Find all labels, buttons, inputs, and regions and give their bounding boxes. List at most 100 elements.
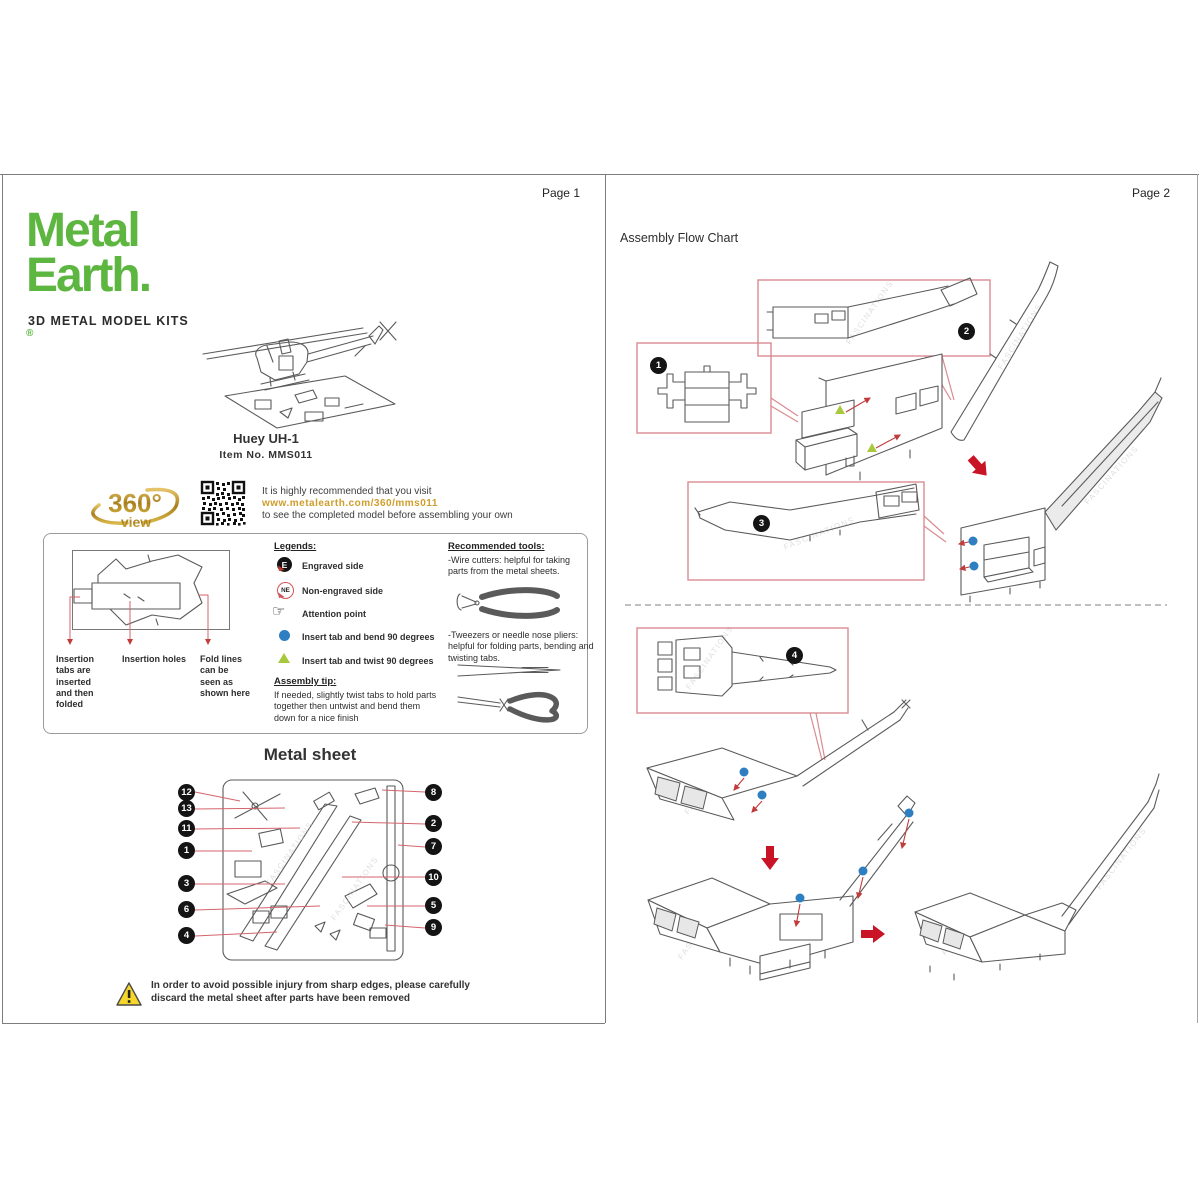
part-diagram-box [72, 550, 230, 630]
roof-assembly [646, 699, 911, 821]
svg-text:FASCINATIONS: FASCINATIONS [1094, 826, 1148, 892]
promo-url[interactable]: www.metalearth.com/360/mms011 [262, 498, 438, 509]
page1-bottom-border [2, 1023, 605, 1024]
flow-arrow-right [861, 925, 885, 943]
page-divider [605, 174, 606, 1023]
part-callout-7: 7 [425, 838, 442, 855]
step-circle-3: 3 [753, 515, 770, 532]
part-callout-8: 8 [425, 784, 442, 801]
step4-box-group [636, 627, 849, 761]
bend-point [858, 866, 868, 876]
non-engraved-badge-icon: NE [277, 582, 294, 599]
main-rotor [202, 327, 368, 360]
part-callout-10: 10 [425, 869, 442, 886]
sheet-top-border [0, 174, 1199, 175]
part-callout-4: 4 [178, 927, 195, 944]
green-triangle-icon [278, 653, 290, 663]
part-callout-6: 6 [178, 901, 195, 918]
bend-point [739, 767, 749, 777]
bend-point [757, 790, 767, 800]
legend-green-triangle-label: Insert tab and twist 90 degrees [302, 656, 434, 666]
step2-box-group [757, 277, 991, 401]
part-callout-13: 13 [178, 800, 195, 817]
flow-arrow-down-right [963, 451, 994, 482]
legend-blue-dot-label: Insert tab and bend 90 degrees [302, 632, 435, 642]
svg-text:FASCINATIONS: FASCINATIONS [844, 279, 895, 346]
promo-line2: to see the completed model before assemb… [262, 510, 513, 521]
needle-nose-pliers-icon [457, 691, 559, 723]
promo-line1: It is highly recommended that you visit [262, 486, 432, 497]
metal-sheet-title: Metal sheet [263, 745, 357, 764]
svg-text:FASCINATIONS: FASCINATIONS [782, 515, 856, 552]
base-sheet [224, 375, 396, 429]
legends-title: Legends: [274, 541, 317, 552]
sheet-leader-lines [194, 789, 426, 937]
label-fold-lines: Fold lines can be seen as shown here [200, 654, 251, 698]
warning-icon [116, 982, 142, 1006]
legend-non-engraved-label: Non-engraved side [302, 586, 384, 596]
part-callout-2: 2 [425, 815, 442, 832]
qr-code [199, 479, 247, 527]
legend-tools-box [43, 533, 588, 734]
label-insertion-holes: Insertion holes [122, 654, 187, 664]
badge-360-number: 360° [108, 488, 162, 518]
tools-title: Recommended tools: [448, 541, 545, 552]
right-assembly [957, 377, 1163, 603]
step-circle-1: 1 [650, 357, 667, 374]
sheet-right-border [1197, 174, 1198, 1023]
sheet-left-border [2, 174, 3, 1023]
sheet-parts [226, 785, 400, 952]
step1-box-group [636, 342, 799, 434]
part-callout-12: 12 [178, 784, 195, 801]
tweezers-text: -Tweezers or needle nose pliers: helpful… [448, 630, 594, 663]
label-insertion-tabs: Insertion tabs are inserted and then fol… [56, 654, 95, 709]
step3-box-group [687, 481, 947, 581]
bend-point [968, 536, 978, 546]
step-circle-2: 2 [958, 323, 975, 340]
page2-label: Page 2 [1131, 186, 1170, 200]
assembly-tip-title: Assembly tip: [274, 676, 337, 687]
bend-point [969, 561, 979, 571]
logo-tagline: 3D METAL MODEL KITS [28, 314, 189, 328]
helicopter-line-art [202, 321, 397, 429]
part-diagram [67, 554, 211, 645]
tail-boom-part [950, 261, 1059, 441]
wire-cutters-text: -Wire cutters: helpful for taking parts … [448, 555, 571, 577]
final-assembly [914, 773, 1160, 981]
product-item-number: Item No. MMS011 [219, 449, 313, 461]
assembly-flow-art: FASCINATIONS FASCINATIONS FASCINATIONS F… [625, 261, 1167, 981]
legend-engraved-label: Engraved side [302, 561, 364, 571]
legend-attention-label: Attention point [302, 609, 366, 619]
part-outline [73, 554, 203, 626]
page1-label: Page 1 [541, 186, 580, 200]
part-callout-11: 11 [178, 820, 195, 837]
bend-point [904, 808, 914, 818]
part-callout-9: 9 [425, 919, 442, 936]
step-circle-4: 4 [786, 647, 803, 664]
lower-assembly [647, 795, 916, 981]
warning-text: In order to avoid possible injury from s… [151, 980, 470, 1004]
blue-dot-icon [279, 630, 290, 641]
logo-word-earth: Earth.® [26, 249, 152, 340]
metal-earth-logo: Metal Earth.® [26, 206, 152, 343]
svg-text:FASCINATIONS: FASCINATIONS [684, 624, 735, 691]
product-name: Huey UH-1 [233, 431, 299, 446]
assembly-tip-text: If needed, slightly twist tabs to hold p… [274, 690, 437, 723]
tweezers-icon [457, 664, 561, 677]
mid-assembly [795, 353, 943, 481]
diagram-leader-arrows [67, 594, 211, 645]
badge-view-word: view [121, 514, 151, 530]
part-callout-5: 5 [425, 897, 442, 914]
engraved-badge-icon: E [277, 557, 292, 572]
registered-mark: ® [26, 328, 34, 340]
badge-360-view: 360° view [91, 487, 180, 530]
flow-arrow-down [761, 846, 779, 870]
part-callout-3: 3 [178, 875, 195, 892]
wire-cutters-icon [456, 587, 560, 619]
tail-rotor [379, 321, 397, 341]
bend-point [795, 893, 805, 903]
attention-hand-icon: ☞ [272, 603, 286, 620]
svg-text:FASCINATIONS: FASCINATIONS [996, 302, 1044, 371]
metal-sheet-art: FASCINATIONS FASCINATIONS [194, 779, 426, 961]
